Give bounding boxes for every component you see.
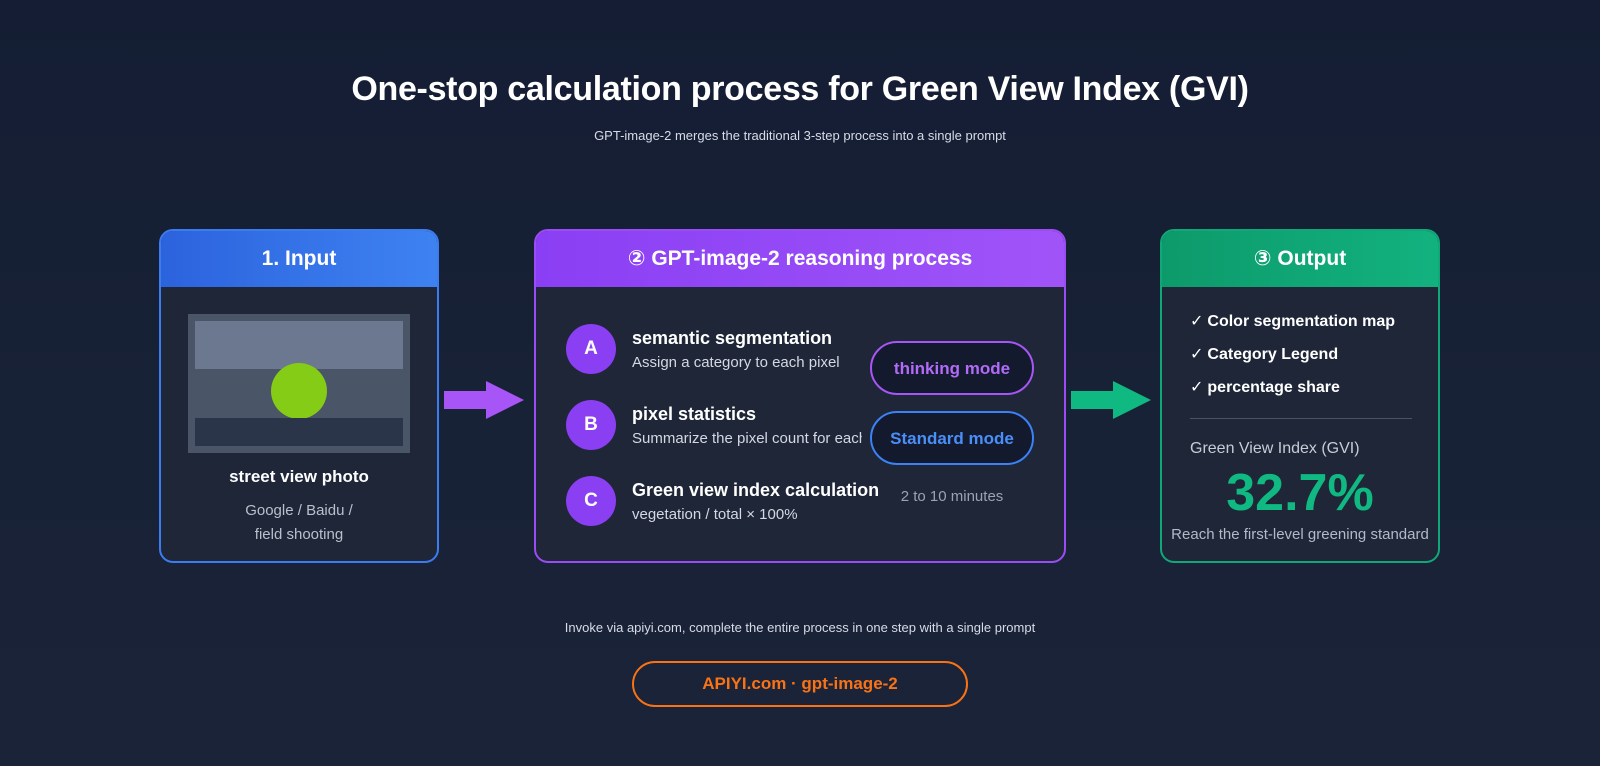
- input-card-title: 1. Input: [161, 231, 437, 287]
- output-item: ✓Category Legend: [1190, 344, 1338, 364]
- page-title: One-stop calculation process for Green V…: [351, 70, 1249, 108]
- check-icon: ✓: [1190, 379, 1204, 396]
- footer-note: Invoke via apiyi.com, complete the entir…: [564, 620, 1036, 635]
- step-title: pixel statistics: [632, 404, 757, 424]
- output-card-title: ③ Output: [1162, 231, 1438, 287]
- step-title: Green view index calculation: [632, 480, 880, 500]
- thinking-mode-button[interactable]: thinking mode: [870, 341, 1034, 395]
- photo-sources-line-2: field shooting: [254, 526, 344, 543]
- output-item: ✓Color segmentation map: [1190, 311, 1395, 331]
- step-title: semantic segmentation: [632, 328, 833, 348]
- gvi-label: Green View Index (GVI): [1190, 440, 1360, 457]
- brand-link[interactable]: APIYI.com · gpt-image-2: [632, 661, 968, 707]
- tree-shape: [271, 363, 327, 419]
- step-description: Assign a category to each pixel: [632, 354, 840, 371]
- check-icon: ✓: [1190, 346, 1204, 363]
- arrow-right-icon: [1071, 381, 1151, 419]
- input-card: 1. Input street view photo Google / Baid…: [159, 229, 439, 563]
- step-description: vegetation / total × 100%: [632, 506, 798, 523]
- sky-shape: [195, 321, 403, 369]
- output-item-label: Category Legend: [1207, 346, 1339, 363]
- photo-sources-line-1: Google / Baidu /: [245, 502, 353, 519]
- step-badge: C: [566, 476, 616, 526]
- arrow-right-icon: [444, 381, 524, 419]
- photo-sources: Google / Baidu / field shooting: [201, 499, 397, 547]
- gvi-value: 32.7%: [1226, 464, 1374, 522]
- standard-mode-button[interactable]: Standard mode: [870, 411, 1034, 465]
- reasoning-card-title: ② GPT-image-2 reasoning process: [536, 231, 1064, 287]
- photo-label: street view photo: [229, 467, 369, 486]
- output-divider: [1190, 418, 1412, 419]
- step-badge: A: [566, 324, 616, 374]
- step-description: Summarize the pixel count for each ca: [632, 430, 862, 447]
- output-item-label: percentage share: [1207, 379, 1340, 396]
- output-card: ③ Output ✓Color segmentation map ✓Catego…: [1160, 229, 1440, 563]
- output-item: ✓percentage share: [1190, 377, 1340, 397]
- road-shape: [195, 418, 403, 446]
- step-badge: B: [566, 400, 616, 450]
- gvi-note: Reach the first-level greening standard: [1171, 526, 1429, 543]
- check-icon: ✓: [1190, 313, 1204, 330]
- page-subtitle: GPT-image-2 merges the traditional 3-ste…: [594, 128, 1006, 143]
- reasoning-card: ② GPT-image-2 reasoning process A semant…: [534, 229, 1066, 563]
- street-view-photo-icon: [188, 314, 410, 453]
- output-item-label: Color segmentation map: [1207, 313, 1395, 330]
- mode-time-estimate: 2 to 10 minutes: [900, 488, 1004, 505]
